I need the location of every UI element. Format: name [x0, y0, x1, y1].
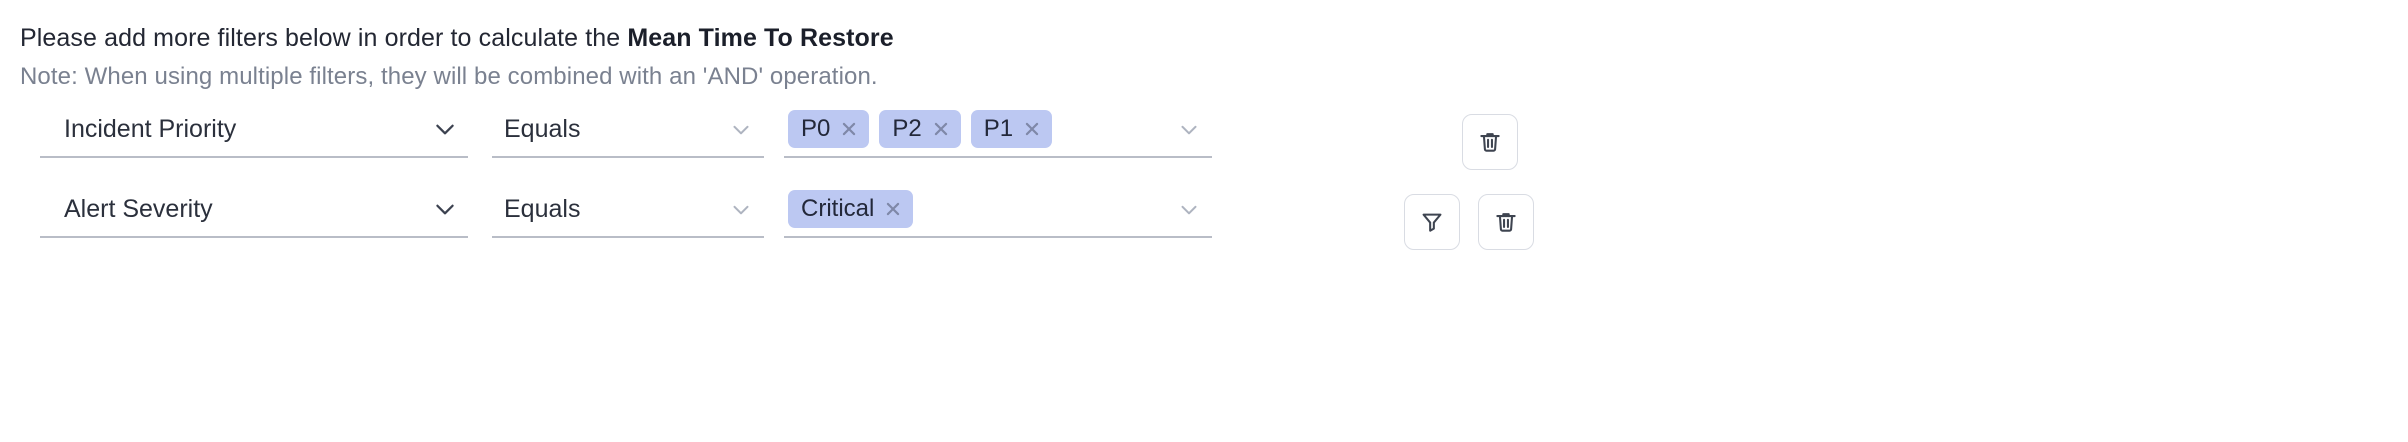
close-icon[interactable] [840, 120, 858, 138]
chevron-down-icon [733, 125, 749, 135]
operator-select[interactable]: Equals [492, 182, 764, 238]
filter-row: Incident Priority Equals P0 [0, 102, 2408, 182]
page-title-metric: Mean Time To Restore [627, 24, 894, 52]
field-select-value: Incident Priority [64, 114, 237, 143]
filter-row: Alert Severity Equals Critical [0, 182, 2408, 262]
add-filter-button[interactable] [1404, 194, 1460, 250]
page-title: Please add more filters below in order t… [20, 22, 894, 54]
delete-filter-button[interactable] [1478, 194, 1534, 250]
row-actions [1404, 194, 1534, 250]
close-icon[interactable] [1023, 120, 1041, 138]
operator-select-value: Equals [504, 114, 581, 143]
chevron-down-icon [1181, 205, 1197, 215]
values-multiselect[interactable]: Critical [784, 182, 1212, 238]
value-chip[interactable]: P1 [970, 110, 1053, 148]
value-chip-label: Critical [801, 194, 875, 222]
close-icon[interactable] [884, 200, 902, 218]
values-multiselect[interactable]: P0 P2 P1 [784, 102, 1212, 158]
filters-note: Note: When using multiple filters, they … [20, 63, 878, 90]
trash-icon [1480, 133, 1500, 152]
chevron-down-icon [733, 205, 749, 215]
chevron-down-icon [1181, 125, 1197, 135]
field-select-incident-priority[interactable]: Incident Priority [40, 102, 468, 158]
chevron-down-icon [436, 204, 454, 215]
filter-rows: Incident Priority Equals P0 [0, 102, 2408, 262]
page-title-prefix: Please add more filters below in order t… [20, 24, 628, 52]
close-icon[interactable] [932, 120, 950, 138]
field-select-alert-severity[interactable]: Alert Severity [40, 182, 468, 238]
operator-select-value: Equals [504, 194, 581, 223]
value-chip-list: P0 P2 P1 [788, 110, 1053, 148]
value-chip[interactable]: Critical [788, 190, 914, 228]
trash-icon [1496, 213, 1516, 232]
value-chip-list: Critical [788, 190, 914, 228]
operator-select[interactable]: Equals [492, 102, 764, 158]
funnel-icon [1422, 213, 1442, 232]
row-actions [1462, 114, 1518, 170]
delete-filter-button[interactable] [1462, 114, 1518, 170]
chevron-down-icon [436, 124, 454, 135]
value-chip-label: P2 [892, 114, 922, 142]
field-select-value: Alert Severity [64, 194, 213, 223]
value-chip[interactable]: P0 [788, 110, 870, 148]
value-chip-label: P1 [983, 114, 1014, 142]
value-chip-label: P0 [801, 114, 831, 142]
value-chip[interactable]: P2 [879, 110, 961, 148]
